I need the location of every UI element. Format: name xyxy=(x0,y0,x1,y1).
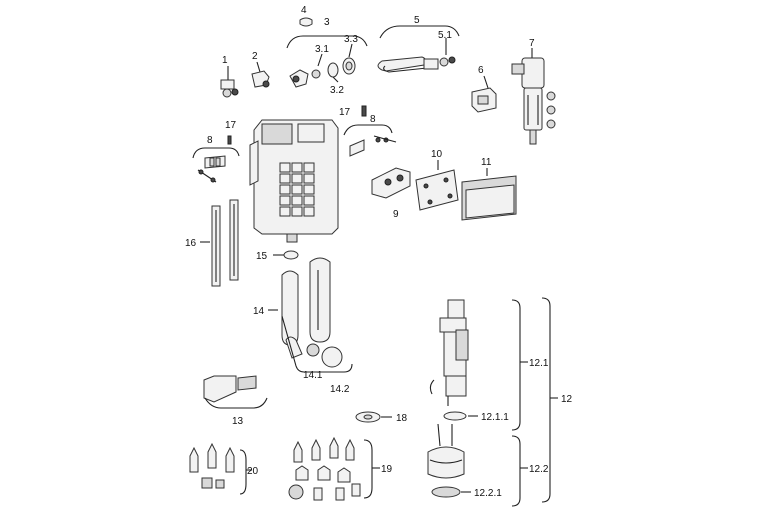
label-12-2: 12.2 xyxy=(529,464,549,475)
label-3-2: 3.2 xyxy=(330,85,344,96)
part-5-hose xyxy=(377,25,460,73)
label-9: 9 xyxy=(393,209,399,220)
label-3-3: 3.3 xyxy=(344,34,358,45)
label-6: 6 xyxy=(478,65,484,76)
label-13: 13 xyxy=(232,416,244,427)
part-6-clip xyxy=(471,75,497,113)
part-12-1-flush-valve-upper xyxy=(429,299,469,406)
label-15: 15 xyxy=(256,251,268,262)
label-5: 5 xyxy=(414,15,420,26)
part-14-flush-pipe xyxy=(268,257,353,373)
label-7: 7 xyxy=(529,38,535,49)
label-3-1: 3.1 xyxy=(315,44,329,55)
label-1: 1 xyxy=(222,55,228,66)
label-5-1: 5.1 xyxy=(438,30,452,41)
label-2: 2 xyxy=(252,51,258,62)
label-3: 3 xyxy=(324,17,330,28)
label-10: 10 xyxy=(431,149,443,160)
label-14-1: 14.1 xyxy=(303,370,323,381)
part-12-2-flush-valve-lower xyxy=(427,423,471,498)
part-13-bracket xyxy=(203,375,268,409)
part-7-fill-valve xyxy=(511,48,556,145)
part-1-fitting xyxy=(220,66,239,98)
part-4-cap xyxy=(299,17,313,27)
part-3-bracket xyxy=(286,35,368,88)
cistern-body xyxy=(249,119,339,243)
part-16-rails xyxy=(200,199,239,287)
part-2-fitting xyxy=(251,61,270,88)
label-12-1-1: 12.1.1 xyxy=(481,412,509,423)
part-12-1-1-seal xyxy=(443,411,478,421)
label-8-right: 8 xyxy=(370,114,376,125)
part-15-ring xyxy=(273,250,299,260)
label-11: 11 xyxy=(481,157,492,168)
label-4: 4 xyxy=(301,5,307,16)
part-19-small-parts xyxy=(288,436,380,501)
part-11-panel xyxy=(461,168,517,221)
label-12-2-1: 12.2.1 xyxy=(474,488,502,499)
label-20: 20 xyxy=(247,466,259,477)
part-8-bracket-right xyxy=(343,124,397,157)
label-19: 19 xyxy=(381,464,393,475)
part-17-screw-right xyxy=(361,105,367,117)
label-14-2: 14.2 xyxy=(330,384,350,395)
part-20-clips xyxy=(189,442,252,495)
label-8-left: 8 xyxy=(207,135,213,146)
label-14: 14 xyxy=(253,306,265,317)
label-12: 12 xyxy=(561,394,573,405)
label-18: 18 xyxy=(396,413,408,424)
label-12-1: 12.1 xyxy=(529,358,549,369)
label-17-left: 17 xyxy=(225,120,237,131)
part-12-brackets xyxy=(511,297,558,507)
label-16: 16 xyxy=(185,238,197,249)
part-8-bracket-left xyxy=(192,147,240,183)
part-9-mount xyxy=(371,167,411,199)
part-10-plate xyxy=(415,160,459,211)
part-17-screw-left xyxy=(227,135,232,145)
part-18-gasket xyxy=(355,411,392,423)
label-17-right: 17 xyxy=(339,107,351,118)
